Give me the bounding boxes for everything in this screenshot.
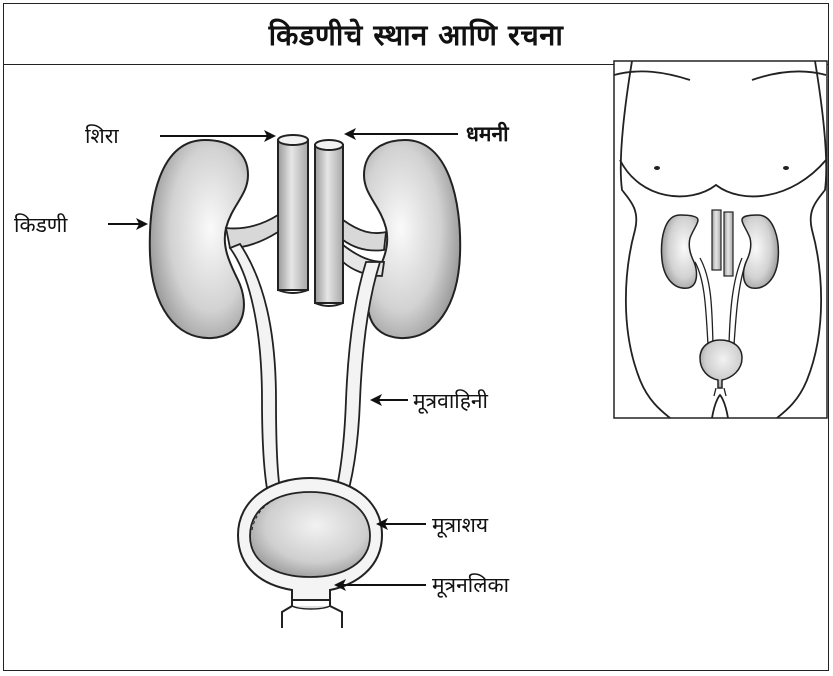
nipple-right <box>783 166 789 170</box>
bladder-label: मूत्राशय <box>432 513 489 538</box>
vein-label: शिरा <box>85 124 119 148</box>
kidney-label: किडणी <box>14 213 68 237</box>
artery-label: धमनी <box>466 121 510 146</box>
vein-vessel <box>278 135 308 293</box>
bladder <box>238 478 382 600</box>
urethra <box>282 598 342 628</box>
urethra-label: मूत्रनलिका <box>432 573 510 598</box>
inset-artery <box>724 212 733 276</box>
nipple-left <box>654 166 660 170</box>
inset-vein <box>712 210 721 270</box>
artery-vessel <box>315 140 343 306</box>
torso-inset <box>614 61 827 418</box>
ureter-label: मूत्रवाहिनी <box>413 389 489 414</box>
